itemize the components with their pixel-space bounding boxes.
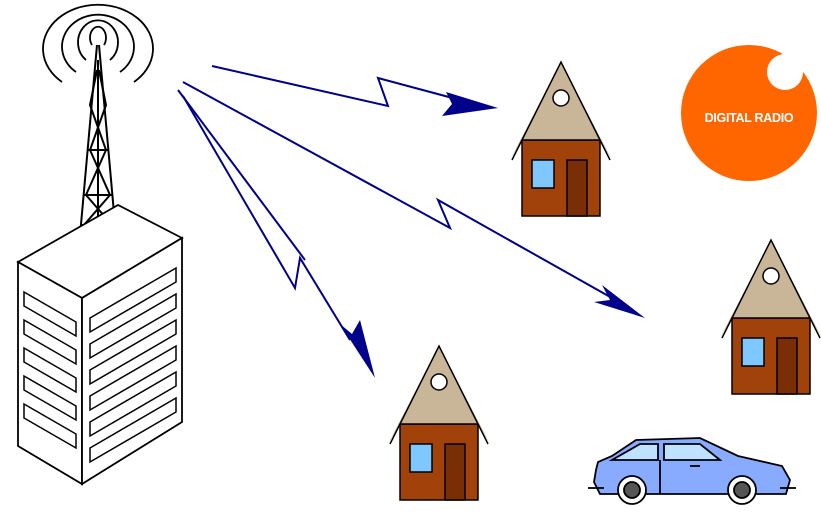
house-icon <box>509 61 613 217</box>
digital-radio-logo: DIGITAL RADIO <box>681 45 817 181</box>
logo-text: DIGITAL RADIO <box>705 111 794 125</box>
office-building-icon <box>16 203 184 486</box>
house-icon <box>387 345 491 501</box>
signal-lines <box>177 65 613 341</box>
house-icon <box>719 239 821 395</box>
car-icon <box>588 437 796 505</box>
signal-arrowheads <box>340 92 645 378</box>
